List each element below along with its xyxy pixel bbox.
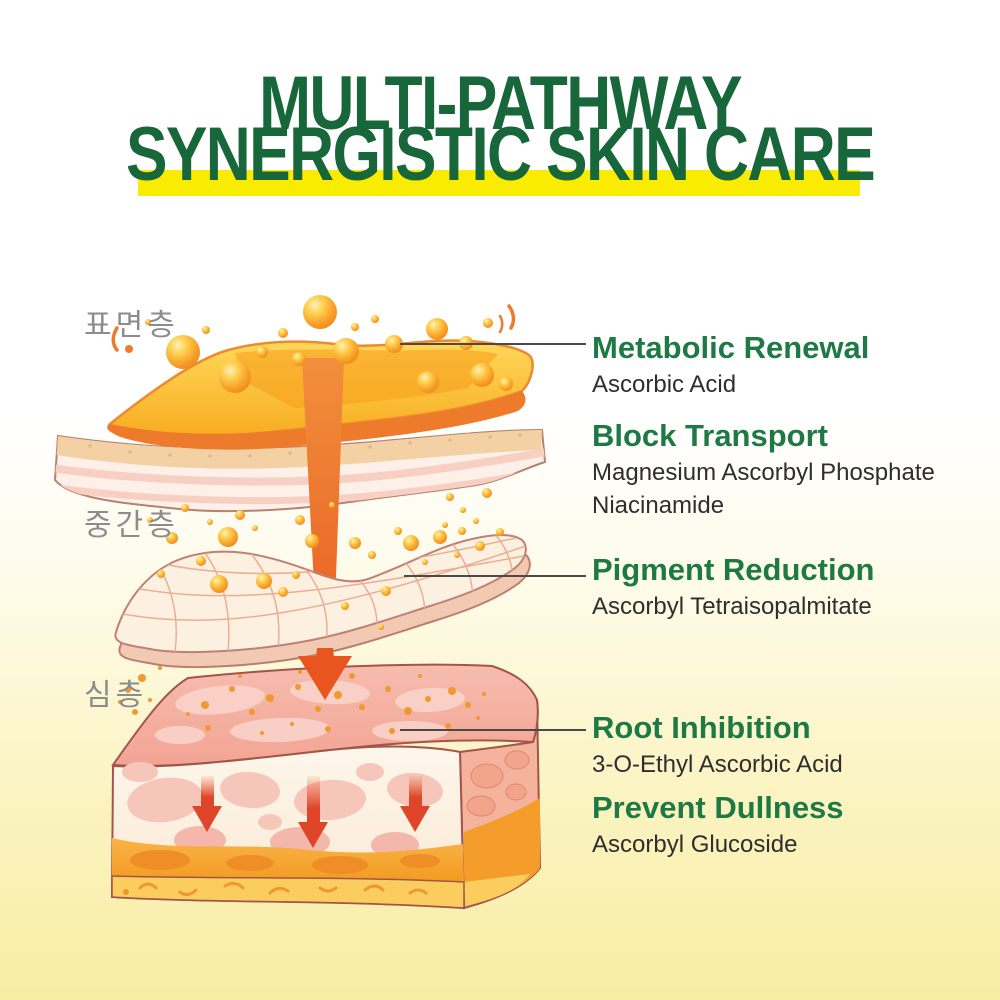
annotation-heading: Prevent Dullness — [592, 790, 844, 825]
annotation-pigment-reduction: Pigment Reduction Ascorbyl Tetraisopalmi… — [592, 552, 874, 621]
middle-layer-illustration — [114, 534, 531, 669]
annotation-heading: Block Transport — [592, 418, 828, 453]
annotation-heading: Root Inhibition — [592, 710, 811, 745]
annotation-root-inhibition: Root Inhibition 3-O-Ethyl Ascorbic Acid — [592, 710, 843, 779]
penetration-arrow-shaft — [302, 358, 344, 604]
annotation-ingredient: Ascorbyl Glucoside — [592, 830, 798, 858]
annotation-metabolic-renewal: Metabolic Renewal Ascorbic Acid — [592, 330, 869, 399]
annotation-ingredient: Ascorbyl Tetraisopalmitate — [592, 592, 872, 620]
dermis-surface-dots — [118, 666, 486, 735]
surface-layer-illustration — [53, 339, 547, 513]
annotation-ingredient: Ascorbic Acid — [592, 370, 737, 398]
title-highlight-bar — [138, 170, 860, 196]
serum-bubbles-middle — [147, 488, 504, 630]
page-title-line2: SYNERGISTIC SKIN CARE — [125, 112, 876, 197]
layer-label-deep: 심층 — [84, 679, 148, 712]
layer-label-middle: 중간층 — [84, 509, 179, 542]
annotation-heading: Pigment Reduction — [592, 552, 875, 587]
annotation-ingredient: Niacinamide — [592, 491, 725, 519]
layer-label-surface: 표면층 — [84, 309, 179, 342]
annotation-ingredient: Magnesium Ascorbyl Phosphate — [592, 458, 935, 486]
connector-line-root-inhibition — [400, 729, 586, 731]
annotation-ingredient: 3-O-Ethyl Ascorbic Acid — [592, 750, 843, 778]
page-title-line1: MULTI-PATHWAY — [259, 61, 742, 146]
annotation-block-transport: Block Transport Magnesium Ascorbyl Phosp… — [592, 418, 935, 520]
penetration-arrow-head — [298, 648, 352, 700]
connector-line-metabolic-renewal — [400, 343, 586, 345]
annotation-heading: Metabolic Renewal — [592, 330, 870, 365]
connector-line-pigment-reduction — [404, 575, 586, 577]
annotation-prevent-dullness: Prevent Dullness Ascorbyl Glucoside — [592, 790, 844, 859]
deep-layer-illustration — [110, 663, 542, 910]
dermis-penetration-arrows — [192, 776, 430, 848]
